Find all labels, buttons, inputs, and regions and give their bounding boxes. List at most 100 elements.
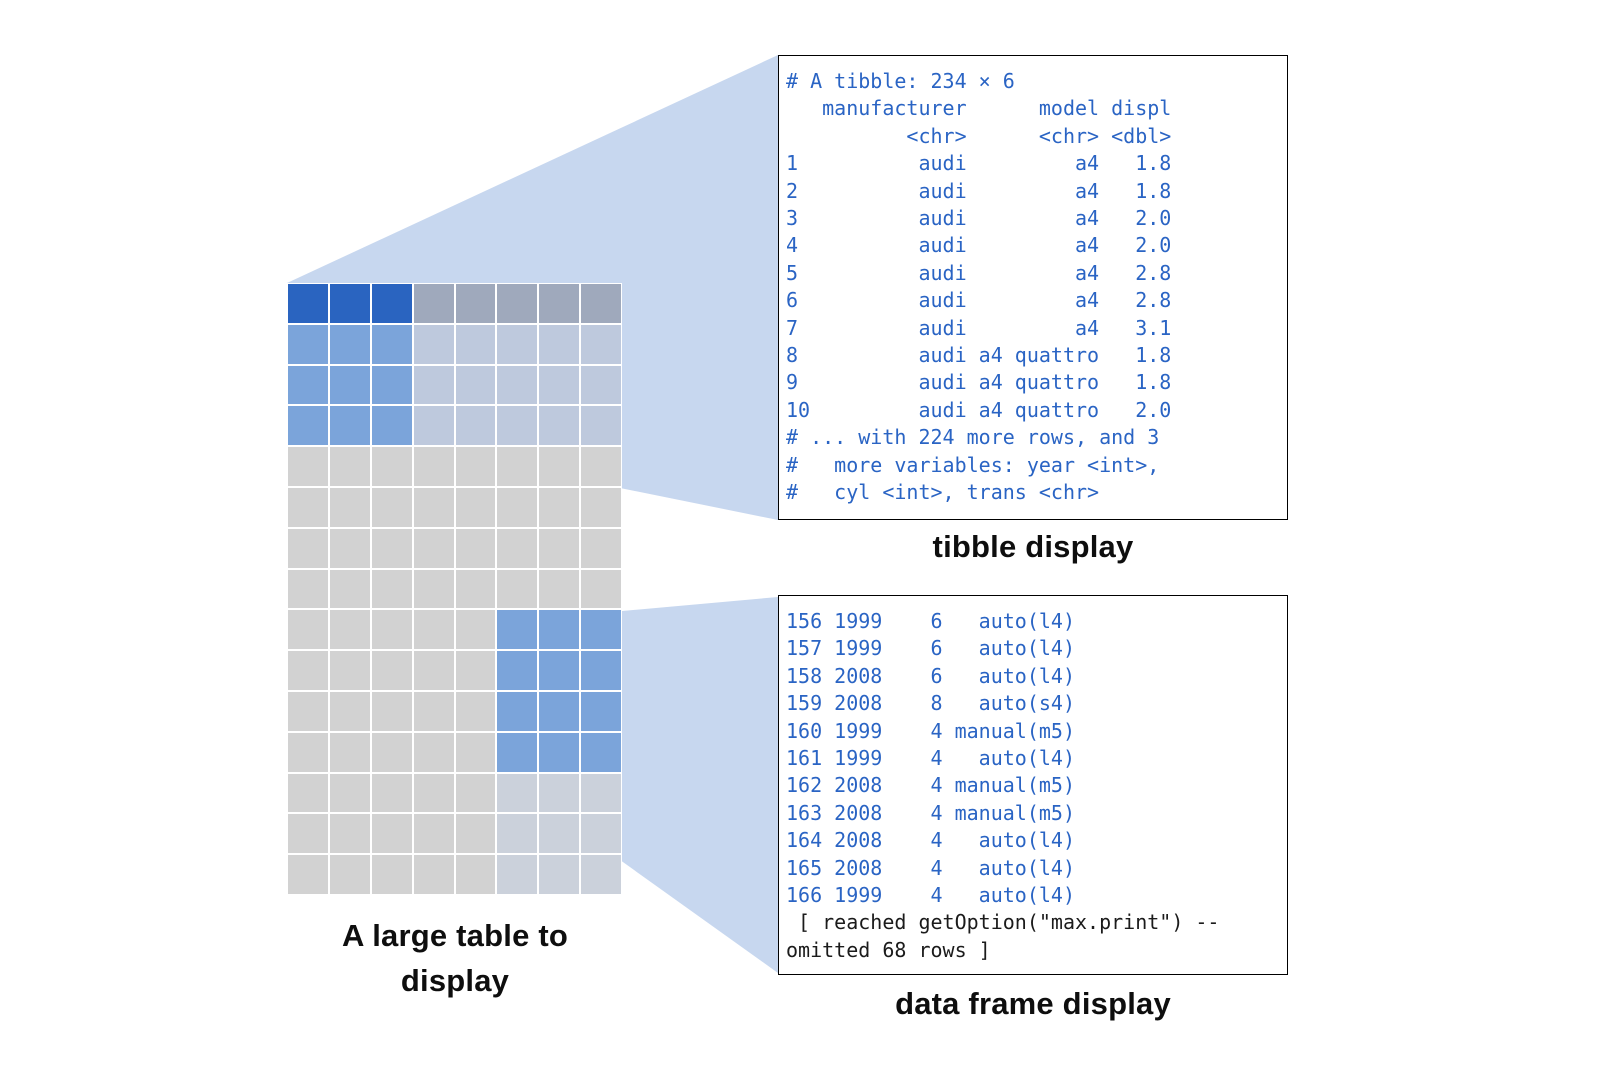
table-cell bbox=[412, 690, 455, 732]
code-line: 1 audi a4 1.8 bbox=[786, 151, 1172, 176]
table-cell bbox=[370, 609, 413, 651]
code-line: 157 1999 6 auto(l4) bbox=[786, 636, 1075, 661]
tibble-output-box: # A tibble: 234 × 6 manufacturer model d… bbox=[778, 55, 1288, 520]
table-cell bbox=[580, 486, 622, 528]
table-cell bbox=[412, 731, 455, 773]
table-cell bbox=[328, 609, 371, 651]
code-line: 8 audi a4 quattro 1.8 bbox=[786, 343, 1172, 368]
table-cell bbox=[454, 364, 497, 406]
table-cell bbox=[496, 283, 539, 324]
table-cell bbox=[412, 405, 455, 447]
table-cell bbox=[580, 813, 622, 855]
code-line: manufacturer model displ bbox=[786, 96, 1172, 121]
table-cell bbox=[370, 364, 413, 406]
dataframe-caption: data frame display bbox=[895, 986, 1171, 1021]
table-cell bbox=[580, 323, 622, 365]
code-line: 7 audi a4 3.1 bbox=[786, 315, 1172, 340]
table-cell bbox=[287, 813, 329, 855]
table-cell bbox=[454, 446, 497, 487]
table-cell bbox=[328, 690, 371, 732]
code-line: 4 audi a4 2.0 bbox=[786, 233, 1172, 258]
table-cell bbox=[454, 854, 497, 895]
table-cell bbox=[580, 690, 622, 732]
table-cell bbox=[328, 527, 371, 569]
code-line: 159 2008 8 auto(s4) bbox=[786, 691, 1075, 716]
code-line: # cyl <int>, trans <chr> bbox=[786, 480, 1100, 505]
tibble-caption: tibble display bbox=[932, 529, 1134, 564]
table-cell bbox=[328, 446, 371, 487]
table-cell bbox=[370, 405, 413, 447]
table-cell bbox=[538, 731, 581, 773]
table-cell bbox=[370, 650, 413, 691]
table-cell bbox=[287, 323, 329, 365]
table-cell bbox=[496, 690, 539, 732]
table-cell bbox=[370, 283, 413, 324]
table-cell bbox=[538, 854, 581, 895]
table-cell bbox=[328, 486, 371, 528]
table-cell bbox=[496, 527, 539, 569]
table-cell bbox=[412, 568, 455, 610]
table-cell bbox=[412, 283, 455, 324]
table-cell bbox=[328, 772, 371, 814]
table-cell bbox=[580, 731, 622, 773]
code-line: omitted 68 rows ] bbox=[786, 937, 991, 962]
table-cell bbox=[538, 446, 581, 487]
table-cell bbox=[580, 854, 622, 895]
table-cell bbox=[412, 323, 455, 365]
table-cell bbox=[454, 609, 497, 651]
table-cell bbox=[287, 650, 329, 691]
table-cell bbox=[412, 527, 455, 569]
table-cell bbox=[370, 731, 413, 773]
table-cell bbox=[538, 568, 581, 610]
table-cell bbox=[328, 364, 371, 406]
table-cell bbox=[454, 650, 497, 691]
table-cell bbox=[538, 323, 581, 365]
table-cell bbox=[287, 486, 329, 528]
code-line: 9 audi a4 quattro 1.8 bbox=[786, 370, 1172, 395]
code-line: 163 2008 4 manual(m5) bbox=[786, 800, 1075, 825]
table-cell bbox=[454, 527, 497, 569]
table-cell bbox=[328, 283, 371, 324]
table-cell bbox=[538, 650, 581, 691]
code-line: # A tibble: 234 × 6 bbox=[786, 69, 1015, 93]
table-cell bbox=[580, 283, 622, 324]
table-cell bbox=[538, 486, 581, 528]
table-cell bbox=[454, 486, 497, 528]
table-cell bbox=[370, 568, 413, 610]
table-cell bbox=[538, 813, 581, 855]
table-cell bbox=[538, 405, 581, 447]
table-cell bbox=[454, 813, 497, 855]
table-cell bbox=[454, 690, 497, 732]
table-cell bbox=[370, 486, 413, 528]
table-cell bbox=[496, 813, 539, 855]
table-cell bbox=[496, 486, 539, 528]
table-cell bbox=[496, 609, 539, 651]
table-cell bbox=[454, 283, 497, 324]
table-cell bbox=[370, 446, 413, 487]
table-cell bbox=[287, 283, 329, 324]
table-cell bbox=[370, 854, 413, 895]
code-line: 165 2008 4 auto(l4) bbox=[786, 855, 1075, 880]
table-cell bbox=[412, 364, 455, 406]
code-line: 158 2008 6 auto(l4) bbox=[786, 663, 1075, 688]
table-cell bbox=[370, 323, 413, 365]
code-line: 161 1999 4 auto(l4) bbox=[786, 746, 1075, 771]
table-cell bbox=[580, 772, 622, 814]
table-cell bbox=[328, 813, 371, 855]
code-line: 10 audi a4 quattro 2.0 bbox=[786, 397, 1172, 422]
table-cell bbox=[496, 568, 539, 610]
table-cell bbox=[496, 323, 539, 365]
table-cell bbox=[538, 609, 581, 651]
table-cell bbox=[370, 690, 413, 732]
code-line: 6 audi a4 2.8 bbox=[786, 288, 1172, 313]
table-cell bbox=[412, 486, 455, 528]
table-cell bbox=[580, 609, 622, 651]
table-cell bbox=[538, 690, 581, 732]
table-cell bbox=[580, 650, 622, 691]
table-cell bbox=[287, 446, 329, 487]
table-cell bbox=[496, 405, 539, 447]
table-cell bbox=[538, 527, 581, 569]
table-cell bbox=[538, 283, 581, 324]
table-cell bbox=[496, 446, 539, 487]
table-cell bbox=[412, 650, 455, 691]
